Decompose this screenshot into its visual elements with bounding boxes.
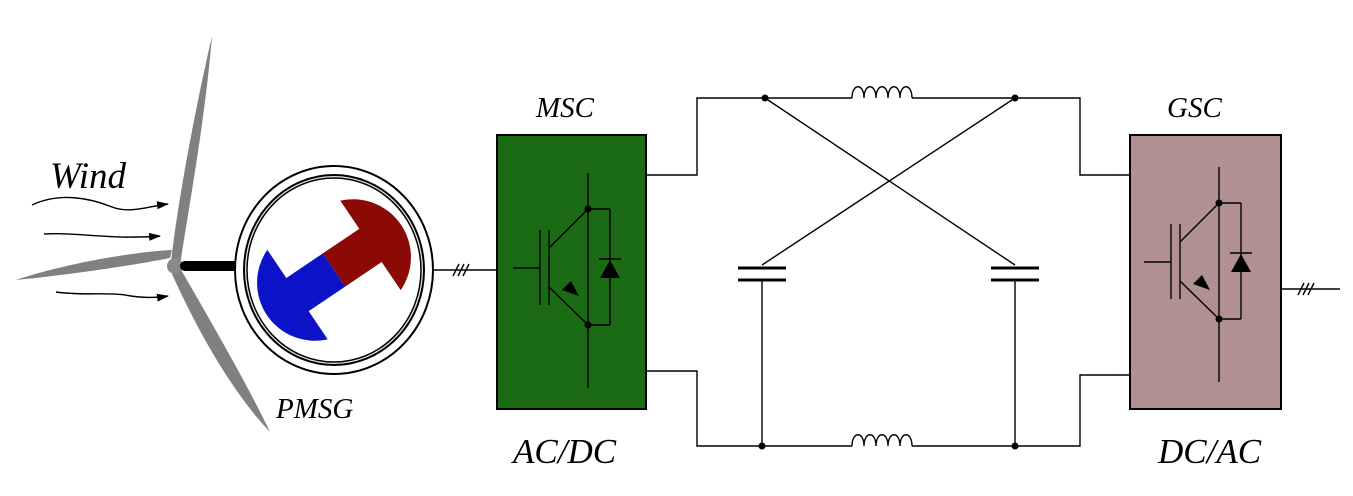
wind-arrows [31,196,169,302]
inductor-bottom-icon [851,434,913,447]
msc-type-label: AC/DC [511,432,617,471]
gsc-label: GSC [1167,92,1222,124]
msc-label: MSC [535,92,595,124]
wind-turbine-icon [16,36,270,432]
turbine-shaft [180,261,252,271]
rotor-north-pole [340,199,411,291]
three-phase-line-2 [1281,282,1340,296]
wind-arrow-2 [43,232,161,241]
pmsg-label: PMSG [275,393,353,425]
wind-label: Wind [50,156,127,197]
inductor-top-icon [851,86,913,99]
rotor-south-pole [257,249,328,341]
turbine-blade-top [171,36,212,265]
gsc-igbt-diode-icon [1144,167,1252,382]
gsc-box [1129,134,1282,410]
wind-arrow-1 [31,196,169,211]
three-phase-line-1 [433,263,497,277]
turbine-blade-bottom [172,268,270,432]
capacitor-right-icon [991,266,1039,446]
msc-box [496,134,647,410]
pmsg-generator [234,165,434,375]
pmsg-rotor-icon [257,199,411,341]
gsc-type-label: DC/AC [1157,432,1262,471]
dc-link-network [646,86,1130,450]
turbine-blade-left [16,250,172,280]
turbine-hub [167,258,183,274]
wind-arrow-3 [55,291,169,302]
msc-igbt-diode-icon [513,173,621,388]
capacitor-left-icon [738,266,786,446]
